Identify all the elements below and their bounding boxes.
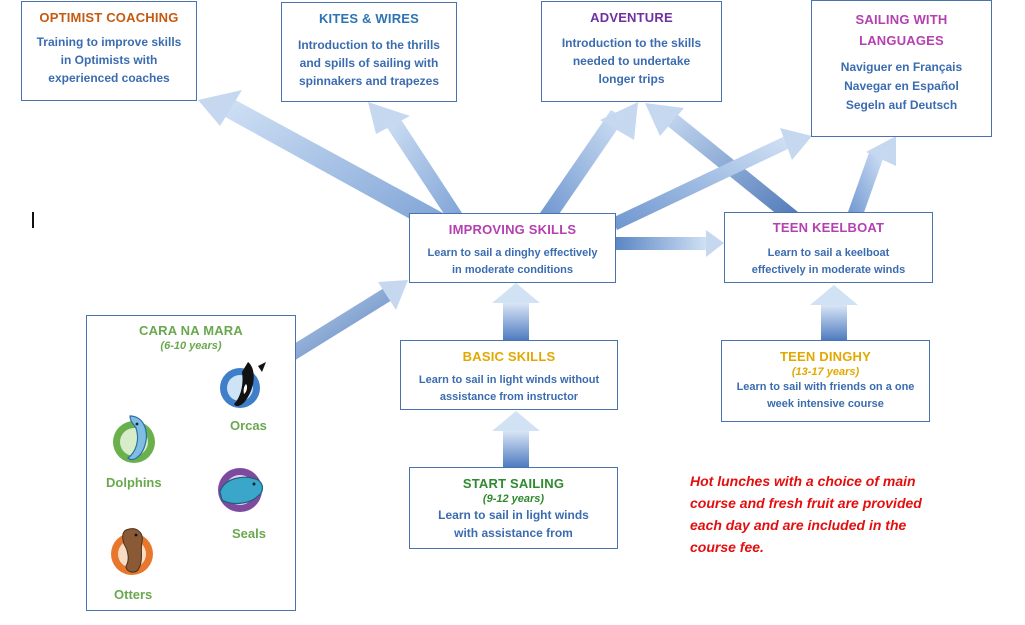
improving-skills-title: IMPROVING SKILLS — [448, 222, 577, 237]
improving-skills-description: Learn to sail a dinghy effectively in mo… — [410, 245, 615, 279]
arrow-start-to-basic — [492, 411, 540, 467]
start-sailing-description: Learn to sail in light winds with assist… — [410, 506, 617, 542]
note-line: course fee. — [690, 539, 764, 555]
description-line: longer trips — [598, 72, 665, 86]
description-line: in moderate conditions — [451, 264, 573, 276]
adventure-title: ADVENTURE — [590, 10, 673, 25]
lunch-note: Hot lunches with a choice of main course… — [690, 470, 960, 558]
start-sailing-age-range: (9-12 years) — [482, 493, 545, 505]
dolphins-label: Dolphins — [106, 475, 162, 490]
otters-label: Otters — [114, 587, 153, 602]
description-line: Introduction to the skills — [561, 36, 702, 50]
description-line: spinnakers and trapezes — [298, 74, 440, 88]
description-line: Learn to sail with friends on a one — [736, 381, 915, 393]
description-line: Segeln auf Deutsch — [845, 98, 958, 112]
title-line: LANGUAGES — [859, 33, 944, 48]
description-line: assistance from instructor — [439, 391, 579, 403]
arrow-teen-dinghy-to-keelboat — [810, 285, 858, 340]
adventure-description: Introduction to the skills needed to und… — [542, 34, 721, 88]
basic-skills-box: BASIC SKILLS Learn to sail in light wind… — [400, 340, 618, 410]
dolphin-icon — [113, 415, 155, 463]
teen-dinghy-description: Learn to sail with friends on a one week… — [722, 379, 929, 413]
description-line: effectively in moderate winds — [751, 264, 906, 276]
description-line: Naviguer en Français — [840, 60, 963, 74]
seals-label: Seals — [232, 526, 266, 541]
teen-dinghy-title: TEEN DINGHY — [779, 349, 872, 364]
sailing-with-languages-box: SAILING WITH LANGUAGES Naviguer en Franç… — [811, 0, 992, 137]
basic-skills-description: Learn to sail in light winds without ass… — [401, 372, 617, 406]
teen-dinghy-box: TEEN DINGHY (13-17 years) Learn to sail … — [721, 340, 930, 422]
description-line: with assistance from — [454, 526, 573, 540]
improving-skills-box: IMPROVING SKILLS Learn to sail a dinghy … — [409, 213, 616, 283]
description-line: Introduction to the thrills — [298, 38, 440, 52]
description-line: in Optimists with — [60, 53, 158, 67]
description-line: Learn to sail in light winds — [438, 508, 589, 522]
cara-na-mara-title: CARA NA MARA — [139, 323, 243, 338]
teen-keelboat-title: TEEN KEELBOAT — [772, 220, 885, 235]
description-line: Training to improve skills — [36, 35, 182, 49]
optimist-coaching-description: Training to improve skills in Optimists … — [22, 33, 196, 87]
note-line: course and fresh fruit are provided — [690, 495, 922, 511]
description-line: Learn to sail in light winds without — [418, 374, 600, 386]
optimist-coaching-box: OPTIMIST COACHING Training to improve sk… — [21, 1, 197, 101]
seal-icon — [218, 468, 264, 512]
cara-na-mara-age-range: (6-10 years) — [160, 340, 222, 352]
cara-na-mara-box: CARA NA MARA (6-10 years) — [86, 315, 296, 611]
kites-and-wires-description: Introduction to the thrills and spills o… — [282, 36, 456, 90]
description-line: week intensive course — [767, 398, 884, 410]
arrow-basic-to-improving — [492, 283, 540, 340]
start-sailing-box: START SAILING (9-12 years) Learn to sail… — [409, 467, 618, 549]
title-line: SAILING WITH — [855, 12, 948, 27]
note-line: Hot lunches with a choice of main — [690, 473, 916, 489]
arrow-keelboat-to-languages — [848, 136, 896, 218]
description-line: Navegar en Español — [844, 79, 959, 93]
note-line: each day and are included in the — [690, 517, 907, 533]
description-line: Learn to sail a keelboat — [767, 247, 890, 259]
arrow-improving-to-optimist — [198, 90, 443, 230]
kites-and-wires-title: KITES & WIRES — [318, 11, 420, 26]
sailing-with-languages-description: Naviguer en Français Navegar en Español … — [812, 58, 991, 115]
sailing-with-languages-title: SAILING WITH LANGUAGES — [812, 9, 991, 51]
start-sailing-title: START SAILING — [462, 476, 565, 491]
description-line: Learn to sail a dinghy effectively — [427, 247, 598, 259]
optimist-coaching-title: OPTIMIST COACHING — [39, 10, 179, 25]
orcas-label: Orcas — [230, 418, 267, 433]
otter-icon — [111, 528, 153, 575]
arrow-cara-to-improving — [268, 280, 408, 372]
text-cursor — [32, 212, 34, 228]
description-line: and spills of sailing with — [299, 56, 439, 70]
arrow-improving-to-adventure — [540, 102, 638, 220]
arrow-improving-to-keelboat — [616, 230, 724, 257]
basic-skills-title: BASIC SKILLS — [462, 349, 556, 364]
adventure-box: ADVENTURE Introduction to the skills nee… — [541, 1, 722, 102]
description-line: needed to undertake — [572, 54, 691, 68]
orca-icon — [220, 362, 266, 408]
description-line: experienced coaches — [48, 71, 170, 85]
arrow-improving-to-languages — [612, 128, 812, 230]
arrow-improving-to-kites — [368, 102, 462, 220]
teen-keelboat-box: TEEN KEELBOAT Learn to sail a keelboat e… — [724, 212, 933, 283]
kites-and-wires-box: KITES & WIRES Introduction to the thrill… — [281, 2, 457, 102]
teen-dinghy-age-range: (13-17 years) — [791, 366, 860, 378]
teen-keelboat-description: Learn to sail a keelboat effectively in … — [725, 245, 932, 279]
